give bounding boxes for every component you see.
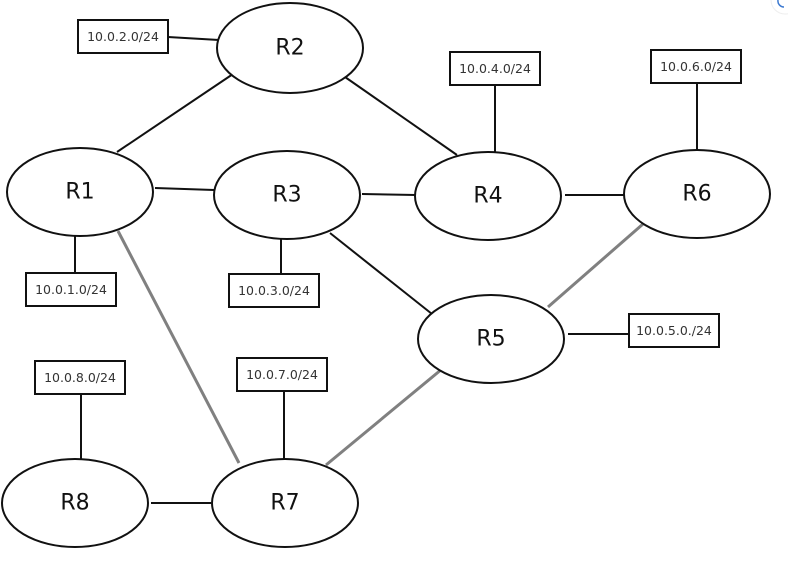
router-ellipse	[1, 458, 149, 548]
router-node-r2: R2	[216, 2, 364, 94]
router-label: R6	[682, 182, 711, 207]
link-r2-r4	[344, 76, 458, 156]
network-label: 10.0.1.0/24	[35, 282, 107, 297]
network-box-rect	[628, 313, 720, 348]
router-ellipse	[216, 2, 364, 94]
router-node-r5: R5	[417, 294, 565, 384]
router-ellipse	[623, 149, 771, 239]
network-box-rect	[34, 360, 126, 395]
router-label: R1	[65, 180, 94, 205]
router-ellipse	[417, 294, 565, 384]
links-layer	[116, 73, 644, 504]
router-label: R3	[272, 183, 301, 208]
networks-layer: 10.0.1.0/24 10.0.2.0/24 10.0.3.0/24 10.0.4.…	[25, 19, 742, 395]
network-label: 10.0.6.0/24	[660, 59, 732, 74]
router-node-r4: R4	[414, 151, 562, 241]
link-r1-r3	[154, 187, 215, 191]
router-ellipse	[6, 147, 154, 237]
network-box-rect	[650, 49, 742, 84]
router-node-r3: R3	[213, 150, 361, 240]
link-r1-r2	[116, 73, 234, 153]
router-node-r7: R7	[211, 458, 359, 548]
router-label: R7	[270, 491, 299, 516]
link-r3-r4	[361, 193, 417, 196]
router-ellipse	[414, 151, 562, 241]
link-r5-r6	[547, 222, 644, 309]
network-box-r1: 10.0.1.0/24	[25, 272, 117, 307]
network-box-r6: 10.0.6.0/24	[650, 49, 742, 84]
stub-net-r2	[167, 36, 220, 41]
router-label: R4	[473, 184, 502, 209]
network-label: 10.0.3.0/24	[238, 283, 310, 298]
network-label: 10.0.5.0./24	[636, 323, 712, 338]
network-stubs-layer	[74, 36, 698, 459]
network-box-rect	[228, 273, 320, 308]
link-r3-r5	[329, 232, 433, 315]
network-label: 10.0.4.0/24	[459, 61, 531, 76]
router-ellipse	[211, 458, 359, 548]
router-ellipse	[213, 150, 361, 240]
router-label: R8	[60, 491, 89, 516]
network-box-rect	[236, 357, 328, 392]
network-box-r7: 10.0.7.0/24	[236, 357, 328, 392]
network-label: 10.0.8.0/24	[44, 370, 116, 385]
router-node-r8: R8	[1, 458, 149, 548]
network-box-r5: 10.0.5.0./24	[628, 313, 720, 348]
router-node-r6: R6	[623, 149, 771, 239]
router-label: R5	[476, 327, 505, 352]
router-label: R2	[275, 36, 304, 61]
network-box-r8: 10.0.8.0/24	[34, 360, 126, 395]
link-r5-r7	[325, 367, 443, 467]
router-node-r1: R1	[6, 147, 154, 237]
network-box-r2: 10.0.2.0/24	[77, 19, 169, 54]
network-box-rect	[449, 51, 541, 86]
network-label: 10.0.2.0/24	[87, 29, 159, 44]
network-box-rect	[77, 19, 169, 54]
corner-artifact-icon	[770, 0, 788, 15]
network-box-r3: 10.0.3.0/24	[228, 273, 320, 308]
link-r1-r7	[116, 230, 241, 464]
network-box-rect	[25, 272, 117, 307]
network-box-r4: 10.0.4.0/24	[449, 51, 541, 86]
network-label: 10.0.7.0/24	[246, 367, 318, 382]
